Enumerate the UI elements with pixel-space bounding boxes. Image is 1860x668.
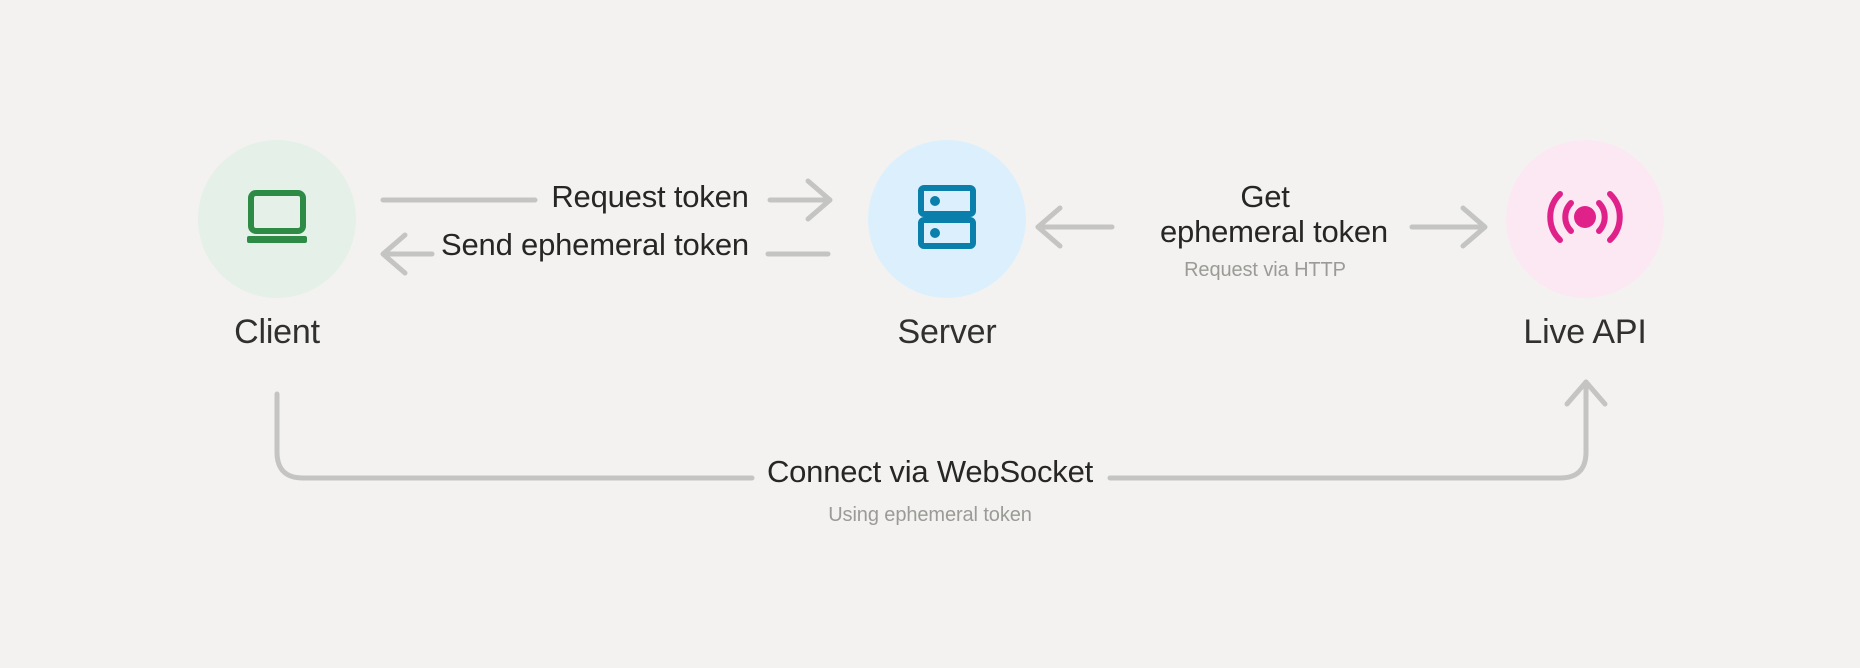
edge-label-request-token-title: Request token xyxy=(551,179,749,214)
arrow-get-ephemeral-token-left xyxy=(1035,205,1115,249)
edge-sublabel-using-ephemeral-token: Using ephemeral token xyxy=(828,503,1032,526)
node-live-api[interactable]: Live API xyxy=(1506,140,1664,351)
node-live-api-circle xyxy=(1506,140,1664,298)
edge-label-get-ephemeral-token-line1: Get xyxy=(1240,179,1290,214)
edge-label-request-token: Request token xyxy=(550,179,750,215)
edge-sublabel-request-via-http: Request via HTTP xyxy=(1184,259,1346,282)
edge-label-get-ephemeral-token: Get ephemeral token Request via HTTP xyxy=(1160,179,1388,282)
server-rack-icon xyxy=(916,184,978,255)
edge-label-connect-via-websocket-title: Connect via WebSocket xyxy=(766,454,1094,489)
node-server-circle xyxy=(868,140,1026,298)
node-client[interactable]: Client xyxy=(198,140,356,351)
edge-label-get-ephemeral-token-line2: ephemeral token xyxy=(1160,213,1388,249)
node-client-circle xyxy=(198,140,356,298)
edge-label-connect-via-websocket: Connect via WebSocket Using ephemeral to… xyxy=(760,454,1100,527)
laptop-icon xyxy=(241,185,313,254)
edge-label-send-ephemeral-token-title: Send ephemeral token xyxy=(441,227,749,262)
node-server[interactable]: Server xyxy=(868,140,1026,351)
node-server-label: Server xyxy=(897,313,997,351)
edge-label-send-ephemeral-token: Send ephemeral token xyxy=(440,227,750,263)
broadcast-signal-icon xyxy=(1547,186,1623,253)
node-client-label: Client xyxy=(234,313,320,351)
arrow-get-ephemeral-token-right xyxy=(1409,205,1488,249)
node-live-api-label: Live API xyxy=(1523,313,1647,351)
